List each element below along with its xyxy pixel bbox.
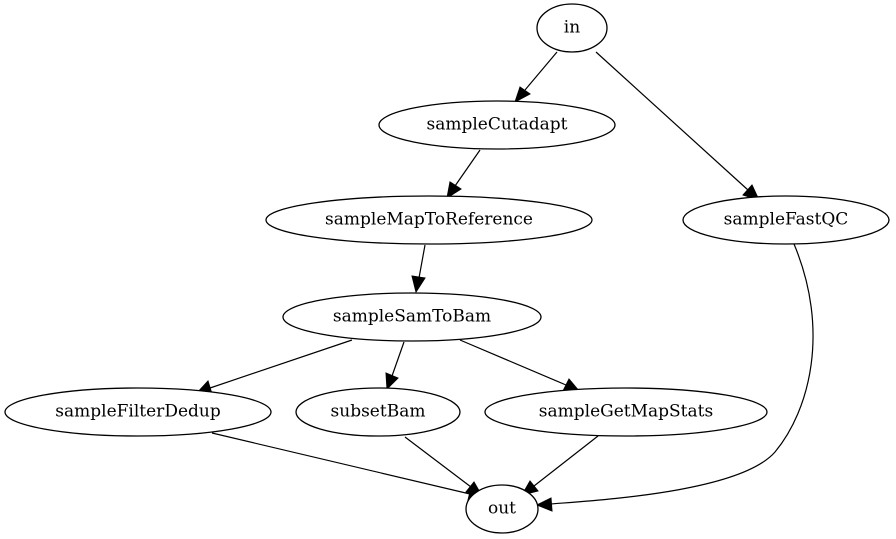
node-sampleFilterDedup[interactable]: sampleFilterDedup bbox=[4, 387, 272, 437]
node-in[interactable]: in bbox=[536, 3, 608, 53]
nodes: in sampleCutadapt sampleFastQC sampleMap… bbox=[4, 3, 890, 534]
node-sampleSamToBam-label: sampleSamToBam bbox=[333, 307, 491, 327]
node-sampleMapToReference[interactable]: sampleMapToReference bbox=[265, 195, 593, 245]
node-sampleFastQC-label: sampleFastQC bbox=[724, 210, 849, 230]
node-sampleCutadapt[interactable]: sampleCutadapt bbox=[378, 100, 616, 150]
edge-sampleFastQC-to-out bbox=[535, 243, 814, 512]
node-sampleGetMapStats-label: sampleGetMapStats bbox=[539, 402, 713, 422]
edge-in-to-sampleFastQC bbox=[595, 51, 760, 201]
node-sampleSamToBam[interactable]: sampleSamToBam bbox=[282, 292, 542, 342]
node-subsetBam[interactable]: subsetBam bbox=[295, 387, 461, 437]
node-sampleMapToReference-label: sampleMapToReference bbox=[325, 210, 533, 230]
node-sampleCutadapt-label: sampleCutadapt bbox=[426, 115, 567, 135]
node-sampleGetMapStats[interactable]: sampleGetMapStats bbox=[484, 387, 768, 437]
edge-sampleSamToBam-to-subsetBam bbox=[385, 341, 405, 391]
edge-sampleGetMapStats-to-out bbox=[520, 435, 599, 496]
node-out[interactable]: out bbox=[465, 484, 539, 534]
node-in-label: in bbox=[564, 18, 580, 38]
node-sampleFastQC[interactable]: sampleFastQC bbox=[682, 195, 890, 245]
node-subsetBam-label: subsetBam bbox=[331, 402, 426, 422]
edge-in-to-sampleCutadapt bbox=[514, 51, 558, 104]
edge-sampleSamToBam-to-sampleFilterDedup bbox=[195, 339, 353, 395]
node-sampleFilterDedup-label: sampleFilterDedup bbox=[55, 402, 221, 422]
node-out-label: out bbox=[488, 499, 516, 519]
edge-sampleMapToReference-to-sampleSamToBam bbox=[411, 244, 426, 294]
edge-sampleSamToBam-to-sampleGetMapStats bbox=[459, 339, 581, 392]
edge-sampleCutadapt-to-sampleMapToReference bbox=[446, 149, 481, 200]
